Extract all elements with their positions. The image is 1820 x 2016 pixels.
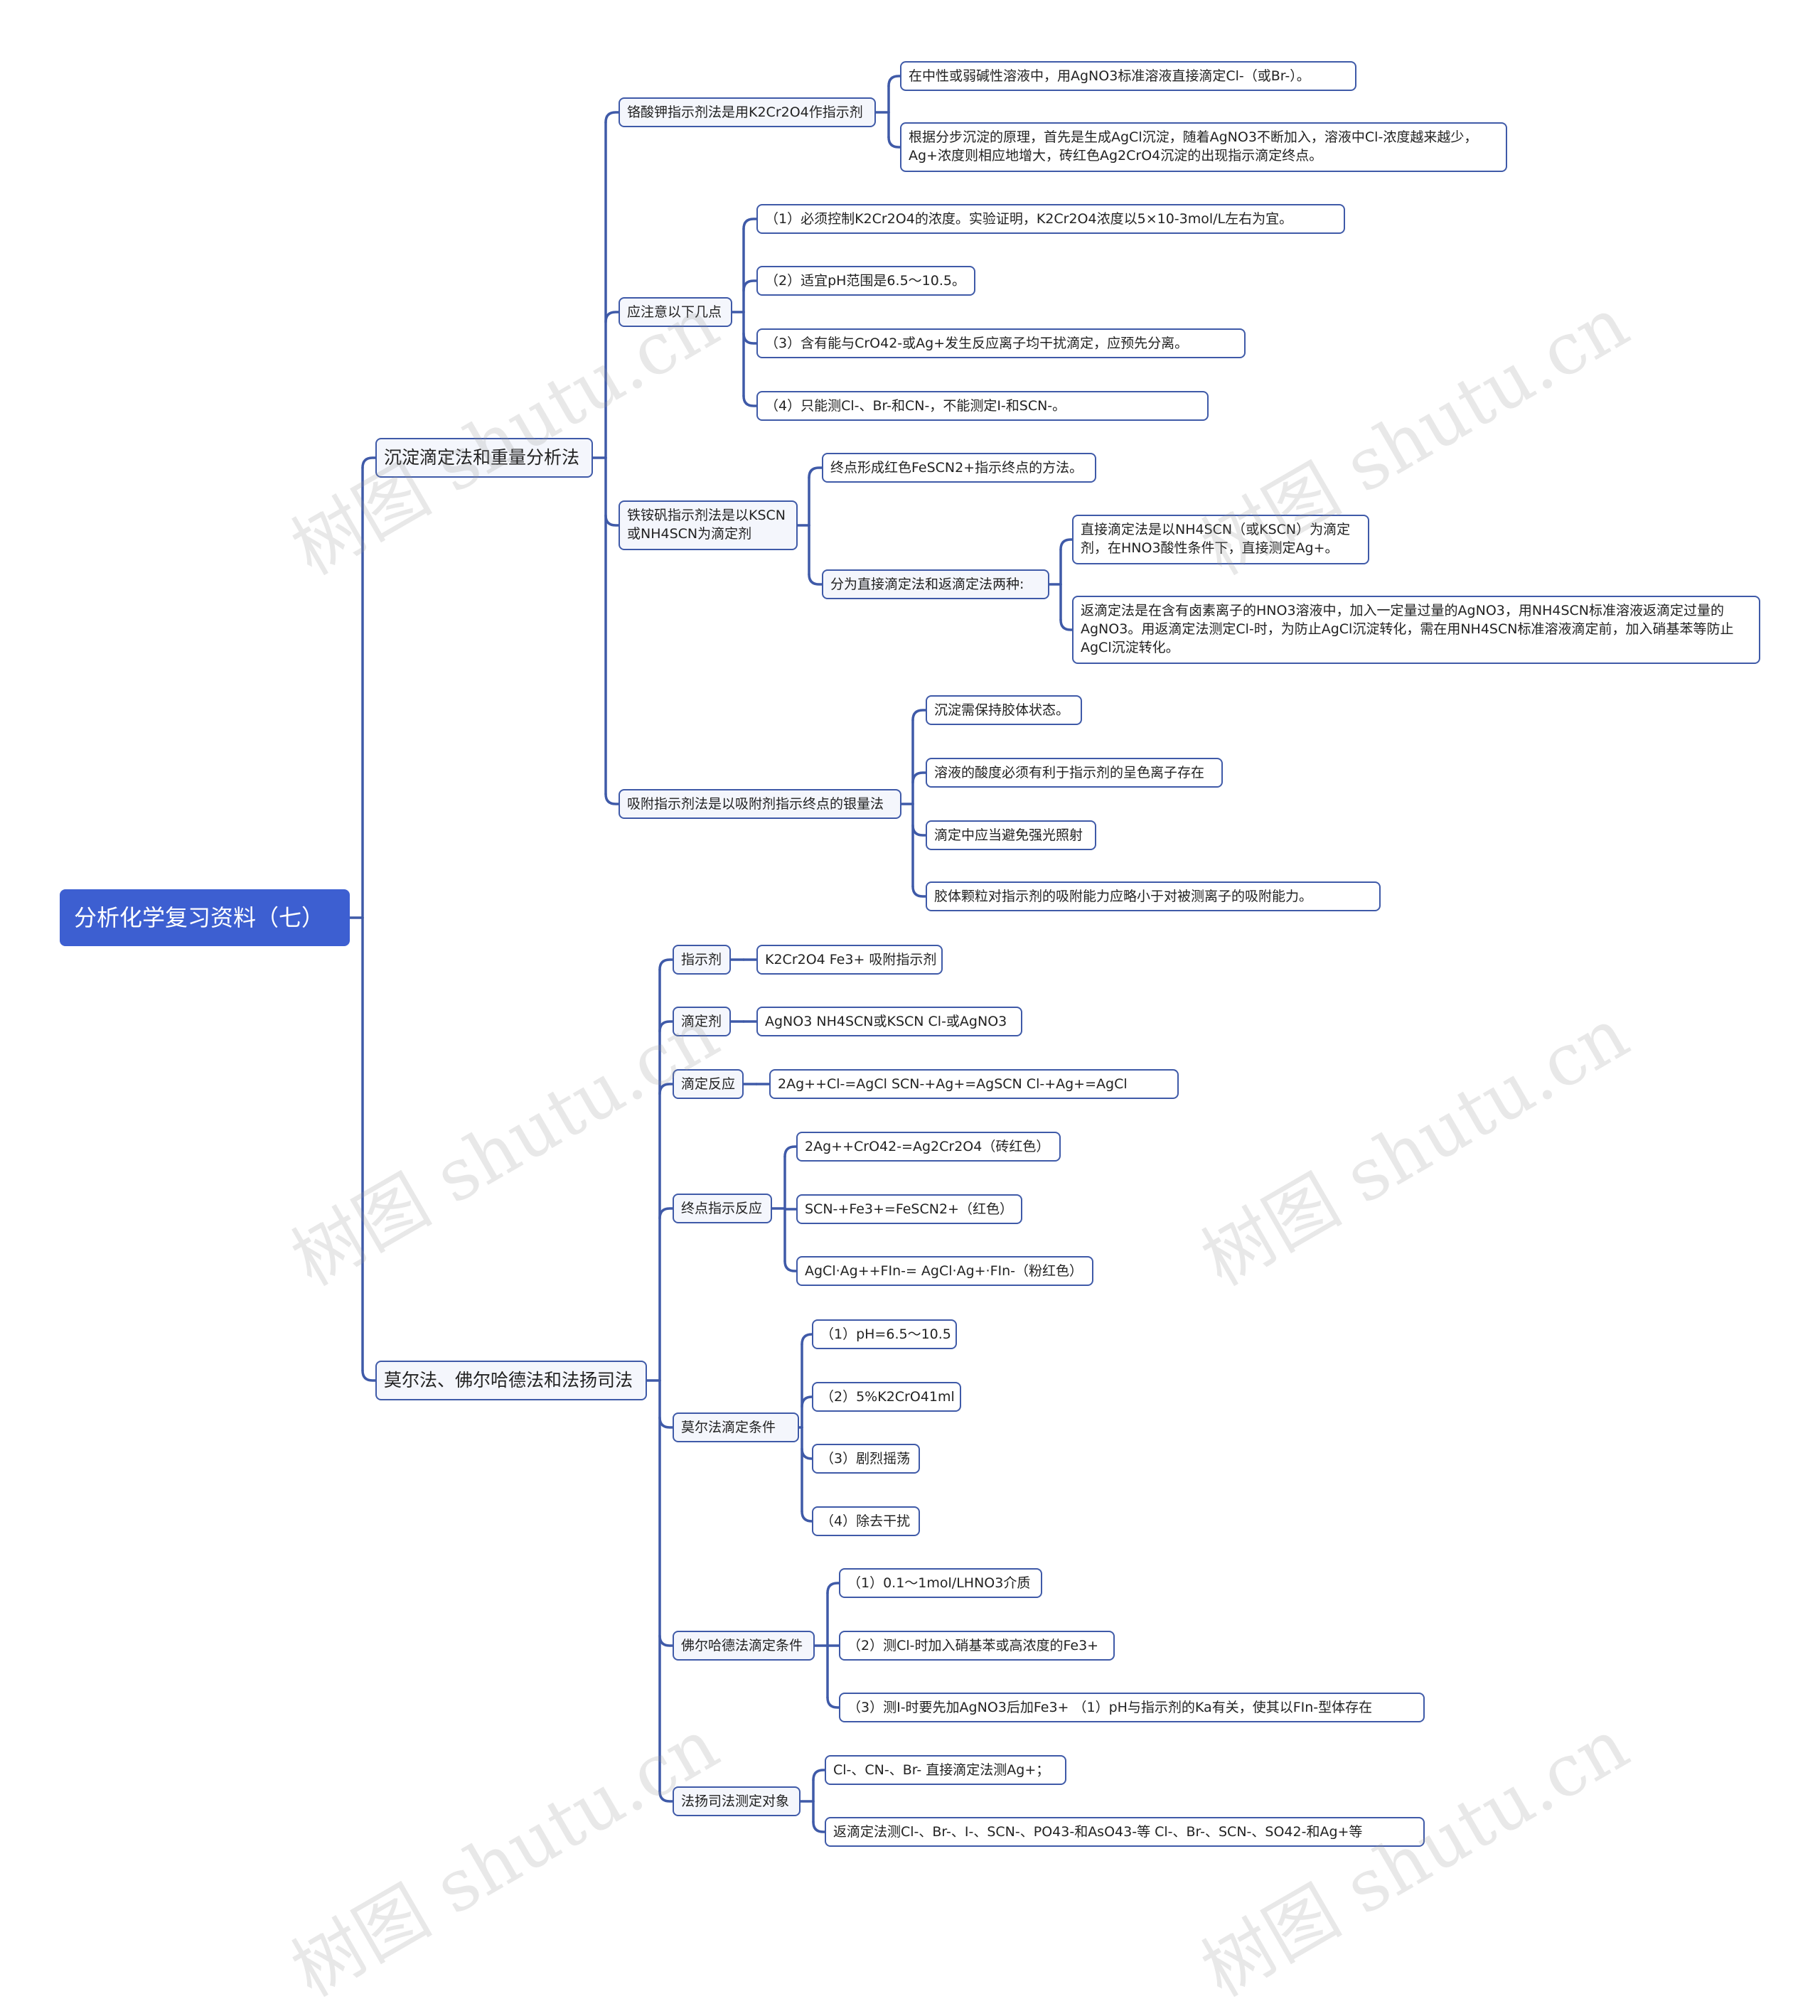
- connector-line: [911, 709, 927, 722]
- topic-precipitation-titration[interactable]: 沉淀滴定法和重量分析法: [375, 438, 593, 478]
- connector-line: [658, 1634, 674, 1647]
- connector-line: [742, 218, 758, 230]
- leaf-titrant-values[interactable]: AgNO3 NH4SCN或KSCN Cl-或AgNO3: [756, 1007, 1022, 1036]
- topic-endpoint-reaction[interactable]: 终点指示反应: [673, 1194, 772, 1223]
- topic-mohr-volhard-fajans[interactable]: 莫尔法、佛尔哈德法和法扬司法: [375, 1361, 647, 1400]
- connector-line: [1059, 618, 1074, 631]
- connector-line: [801, 1395, 813, 1408]
- connector-line: [604, 111, 620, 124]
- connector-line: [801, 1510, 813, 1523]
- connector-line: [604, 514, 620, 527]
- connector-line: [783, 1260, 798, 1272]
- leaf-ferric-endpoint[interactable]: 终点形成红色FeSCN2+指示终点的方法。: [822, 453, 1096, 483]
- connector-line: [826, 1582, 840, 1594]
- root-topic[interactable]: 分析化学复习资料（七）: [60, 889, 350, 946]
- leaf-avoid-light[interactable]: 滴定中应当避免强光照射: [926, 820, 1096, 850]
- connector-line: [1059, 538, 1074, 551]
- connector-line: [658, 1790, 674, 1803]
- connector-line: [911, 824, 927, 837]
- topic-indicator[interactable]: 指示剂: [673, 945, 731, 975]
- leaf-note-2[interactable]: （2）适宜pH范围是6.5～10.5。: [756, 266, 975, 296]
- topic-notes[interactable]: 应注意以下几点: [619, 297, 732, 327]
- leaf-mohr-chromate-amount[interactable]: （2）5%K2CrO41ml: [812, 1382, 961, 1412]
- leaf-colloid-state[interactable]: 沉淀需保持胶体状态。: [926, 695, 1082, 725]
- topic-titrant[interactable]: 滴定剂: [673, 1007, 731, 1036]
- leaf-chromate-direct-titration[interactable]: 在中性或弱碱性溶液中，用AgNO3标准溶液直接滴定Cl-（或Br-）。: [900, 61, 1356, 91]
- leaf-mohr-remove-interference[interactable]: （4）除去干扰: [812, 1506, 920, 1536]
- connector-line: [911, 885, 927, 898]
- connector-line: [742, 332, 758, 345]
- leaf-mohr-shaking[interactable]: （3）剧烈摇荡: [812, 1444, 920, 1474]
- topic-fajans-analytes[interactable]: 法扬司法测定对象: [673, 1786, 801, 1816]
- topic-titration-reaction[interactable]: 滴定反应: [673, 1069, 744, 1099]
- connector-line: [604, 311, 620, 323]
- topic-two-methods[interactable]: 分为直接滴定法和返滴定法两种:: [822, 569, 1049, 599]
- leaf-volhard-chloride[interactable]: （2）测Cl-时加入硝基苯或高浓度的Fe3+: [839, 1631, 1115, 1661]
- connector-line: [887, 75, 901, 87]
- connector-line: [361, 456, 377, 469]
- connector-line: [808, 466, 823, 479]
- connector-line: [812, 1769, 826, 1781]
- leaf-volhard-iodide[interactable]: （3）测I-时要先加AgNO3后加Fe3+ （1）pH与指示剂的Ka有关，使其以…: [839, 1693, 1425, 1722]
- connector-line: [826, 1696, 840, 1709]
- leaf-chromate-principle[interactable]: 根据分步沉淀的原理，首先是生成AgCl沉淀，随着AgNO3不断加入，溶液中Cl-…: [900, 122, 1507, 172]
- connector-line: [658, 1207, 674, 1220]
- topic-volhard-conditions[interactable]: 佛尔哈德法滴定条件: [673, 1631, 815, 1661]
- leaf-adsorption-capacity[interactable]: 胶体颗粒对指示剂的吸附能力应略小于对被测离子的吸附能力。: [926, 881, 1381, 911]
- leaf-endpoint-thiocyanate[interactable]: SCN-+Fe3+=FeSCN2+（红色）: [796, 1194, 1022, 1224]
- connector-line: [658, 958, 674, 971]
- leaf-note-3[interactable]: （3）含有能与CrO42-或Ag+发生反应离子均干扰滴定，应预先分离。: [756, 328, 1246, 358]
- connector-line: [812, 1821, 826, 1833]
- leaf-endpoint-adsorption[interactable]: AgCl·Ag++FIn-= AgCl·Ag+·FIn-（粉红色）: [796, 1256, 1093, 1286]
- connector-line: [808, 573, 823, 586]
- leaf-acidity[interactable]: 溶液的酸度必须有利于指示剂的呈色离子存在: [926, 758, 1223, 788]
- connector-line: [658, 1083, 674, 1095]
- connector-line: [658, 1416, 674, 1429]
- leaf-fajans-back[interactable]: 返滴定法测Cl-、Br-、I-、SCN-、PO43-和AsO43-等 Cl-、B…: [825, 1817, 1425, 1847]
- connector-line: [801, 1333, 813, 1346]
- leaf-indicator-values[interactable]: K2Cr2O4 Fe3+ 吸附指示剂: [756, 945, 943, 975]
- connector-line: [361, 1369, 377, 1382]
- connector-line: [604, 793, 620, 805]
- leaf-back-titration-method[interactable]: 返滴定法是在含有卤素离子的HNO3溶液中，加入一定量过量的AgNO3，用NH4S…: [1072, 596, 1760, 664]
- connector-line: [783, 1145, 798, 1158]
- connector-lines: [348, 75, 1074, 1833]
- leaf-endpoint-chromate[interactable]: 2Ag++CrO42-=Ag2Cr2O4（砖红色）: [796, 1132, 1061, 1162]
- leaf-mohr-ph[interactable]: （1）pH=6.5～10.5: [812, 1319, 957, 1349]
- connector-line: [742, 395, 758, 407]
- connector-line: [911, 771, 927, 784]
- connector-line: [801, 1447, 813, 1460]
- leaf-note-4[interactable]: （4）只能测Cl-、Br-和CN-，不能测定I-和SCN-。: [756, 391, 1209, 421]
- leaf-fajans-direct[interactable]: Cl-、CN-、Br- 直接滴定法测Ag+；: [825, 1755, 1066, 1785]
- connector-line: [742, 279, 758, 292]
- connector-line: [887, 136, 901, 149]
- topic-chromate-indicator[interactable]: 铬酸钾指示剂法是用K2Cr2O4作指示剂: [619, 97, 876, 127]
- connector-line: [658, 1020, 674, 1033]
- topic-mohr-conditions[interactable]: 莫尔法滴定条件: [673, 1412, 799, 1442]
- leaf-note-1[interactable]: （1）必须控制K2Cr2O4的浓度。实验证明，K2Cr2O4浓度以5×10-3m…: [756, 204, 1345, 234]
- leaf-titration-reaction-values[interactable]: 2Ag++Cl-=AgCl SCN-+Ag+=AgSCN Cl-+Ag+=AgC…: [769, 1069, 1179, 1099]
- topic-adsorption-indicator[interactable]: 吸附指示剂法是以吸附剂指示终点的银量法: [619, 789, 901, 819]
- topic-ferric-alum-indicator[interactable]: 铁铵矾指示剂法是以KSCN或NH4SCN为滴定剂: [619, 500, 798, 550]
- leaf-direct-method[interactable]: 直接滴定法是以NH4SCN（或KSCN）为滴定剂，在HNO3酸性条件下，直接测定…: [1072, 515, 1369, 564]
- leaf-volhard-acid-medium[interactable]: （1）0.1～1mol/LHNO3介质: [839, 1568, 1042, 1598]
